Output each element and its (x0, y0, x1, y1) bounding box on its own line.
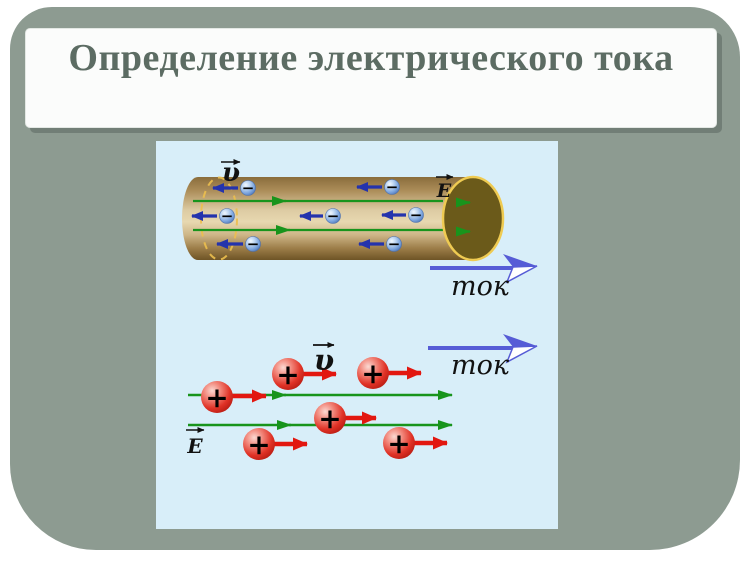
positive-charge: + (383, 427, 448, 461)
charge-plus-sign: + (276, 359, 299, 392)
current-arrowhead (505, 265, 538, 284)
electron: − (358, 235, 402, 253)
charge-plus-sign: + (318, 403, 341, 436)
electron: − (356, 178, 400, 196)
electron-sphere (245, 236, 261, 252)
current-arrow-bottom: ток (428, 334, 538, 381)
electron: − (212, 179, 256, 197)
velocity-label-text: υ (314, 343, 334, 377)
positive-charge: + (272, 358, 337, 392)
electron: − (191, 207, 235, 225)
electron: − (216, 235, 261, 253)
current-label-bottom: ток (451, 350, 510, 381)
electron-minus-sign: − (247, 235, 260, 253)
electron-sphere (219, 208, 235, 224)
charge-sphere (314, 402, 346, 434)
velocity-label-text: υ (222, 158, 240, 188)
electrons: − − − − (191, 178, 424, 253)
electron-sphere (240, 180, 256, 196)
positive-charges: + + + + (201, 357, 448, 462)
current-arrow-top: ток (430, 254, 538, 302)
current-label-top: ток (451, 271, 510, 302)
conductor-right-cap (441, 175, 505, 262)
charge-plus-sign: + (387, 428, 410, 461)
electron-minus-sign: − (242, 179, 255, 197)
charge-sphere (201, 381, 233, 413)
field-label-top: E (436, 174, 454, 202)
electron: − (381, 206, 424, 224)
current-arrowhead (503, 334, 537, 347)
field-lines-top (193, 196, 443, 235)
field-label-bottom: E (186, 427, 205, 458)
electron-minus-sign: − (221, 207, 234, 225)
title-card: Определение электрического тока (25, 28, 717, 128)
diagram-panel: − − − − (156, 141, 558, 529)
slide-background: Определение электрического тока (10, 7, 740, 550)
electron-sphere (386, 236, 402, 252)
current-arrowhead (505, 345, 538, 364)
charge-plus-sign: + (247, 429, 270, 462)
positive-charge: + (357, 357, 422, 391)
positive-charge: + (314, 402, 377, 436)
electron-minus-sign: − (410, 206, 423, 224)
electron-sphere (325, 208, 341, 224)
charge-plus-sign: + (361, 358, 384, 391)
velocity-label-bottom: υ (313, 342, 335, 377)
charge-sphere (383, 427, 415, 459)
field-line-stubs (456, 197, 471, 237)
current-arrowhead (503, 254, 537, 267)
field-label-text: E (186, 434, 203, 458)
charge-sphere (272, 358, 304, 390)
positive-charge: + (201, 381, 267, 415)
velocity-label-top: υ (221, 158, 241, 188)
electron: − (299, 207, 341, 225)
electron-minus-sign: − (327, 207, 340, 225)
charge-plus-sign: + (205, 382, 228, 415)
positive-charge: + (243, 428, 308, 462)
electron-sphere (408, 207, 424, 223)
slide-title: Определение электрического тока (68, 37, 674, 79)
charge-sphere (357, 357, 389, 389)
physics-diagram-svg: − − − − (182, 158, 538, 462)
charge-sphere (243, 428, 275, 460)
field-label-text: E (436, 180, 452, 202)
electron-minus-sign: − (386, 178, 399, 196)
electron-minus-sign: − (388, 235, 401, 253)
electron-sphere (384, 179, 400, 195)
